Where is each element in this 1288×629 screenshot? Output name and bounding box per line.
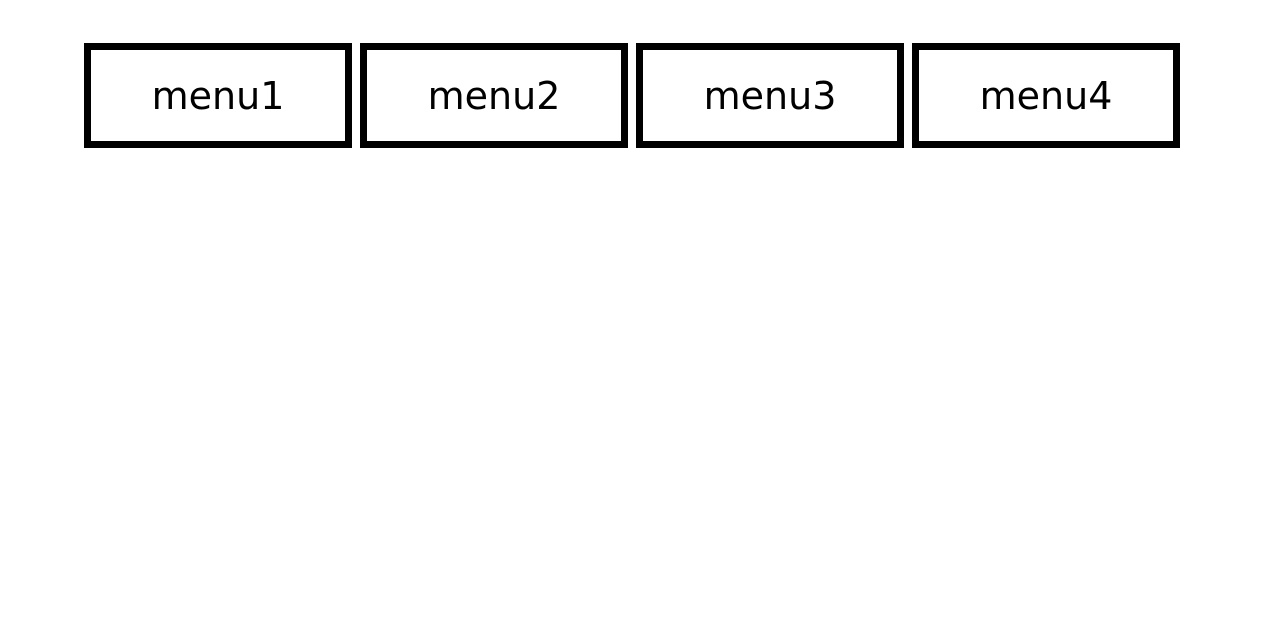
menu-item-label: menu4	[979, 73, 1113, 118]
menu-item-label: menu2	[427, 73, 561, 118]
menu-bar: menu1 menu2 menu3 menu4	[84, 43, 1180, 148]
menu-item-menu4[interactable]: menu4	[912, 43, 1180, 148]
menu-item-label: menu1	[151, 73, 285, 118]
menu-item-menu2[interactable]: menu2	[360, 43, 628, 148]
page-content-area	[0, 160, 1288, 629]
menu-item-label: menu3	[703, 73, 837, 118]
menu-item-menu1[interactable]: menu1	[84, 43, 352, 148]
menu-item-menu3[interactable]: menu3	[636, 43, 904, 148]
